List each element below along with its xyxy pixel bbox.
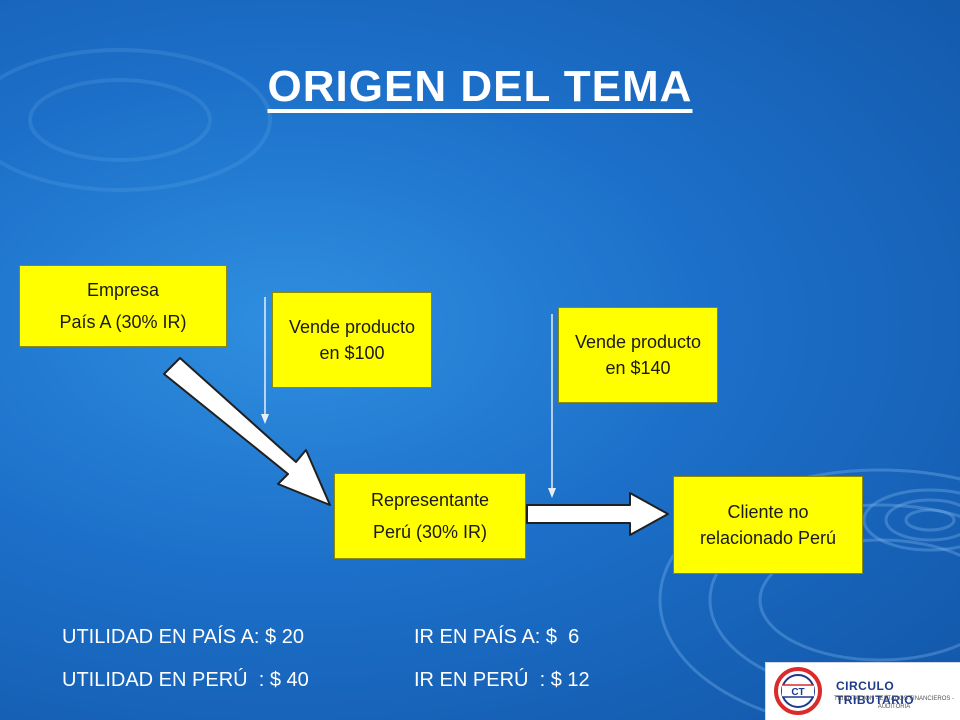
- logo-mark-icon: CT: [774, 667, 822, 715]
- node-representante-line2: Perú (30% IR): [372, 522, 488, 542]
- flow-arrow-empresa-to-representante: [163, 357, 331, 506]
- node-vende-140: Vende producto en $140: [558, 307, 718, 403]
- pointer-line-vende1: [261, 297, 269, 424]
- pointer-line-vende2: [548, 314, 556, 498]
- node-vende-140-text: Vende producto en $140: [574, 332, 702, 378]
- logo-mark-text: CT: [791, 687, 804, 698]
- node-vende-100-text: Vende producto en $100: [288, 317, 416, 363]
- node-cliente-peru: Cliente no relacionado Perú: [673, 476, 863, 574]
- node-representante-peru: Representante Perú (30% IR): [334, 473, 526, 559]
- page-title: ORIGEN DEL TEMA: [267, 62, 693, 111]
- ir-pais-a: IR EN PAÍS A: $ 6: [414, 626, 580, 648]
- circulo-tributario-logo: CT CIRCULO TRIBUTARIO TRIBUTACION - ESTA…: [765, 662, 960, 720]
- ir-peru: IR EN PERÚ : $ 12: [414, 669, 590, 691]
- node-empresa-pais-a: Empresa País A (30% IR): [19, 265, 227, 347]
- node-empresa-line1: Empresa: [86, 280, 160, 300]
- flow-arrow-representante-to-cliente: [526, 492, 669, 536]
- logo-tagline: TRIBUTACION - ESTADOS FINANCIEROS - AUDI…: [833, 696, 955, 710]
- node-cliente-text: Cliente no relacionado Perú: [699, 502, 837, 548]
- utilidad-pais-a: UTILIDAD EN PAÍS A: $ 20: [62, 626, 304, 648]
- utilidad-peru: UTILIDAD EN PERÚ : $ 40: [62, 669, 309, 691]
- node-empresa-line2: País A (30% IR): [59, 312, 187, 332]
- node-vende-100: Vende producto en $100: [272, 292, 432, 388]
- node-representante-line1: Representante: [370, 490, 490, 510]
- logo-name: CIRCULO TRIBUTARIO: [836, 679, 915, 707]
